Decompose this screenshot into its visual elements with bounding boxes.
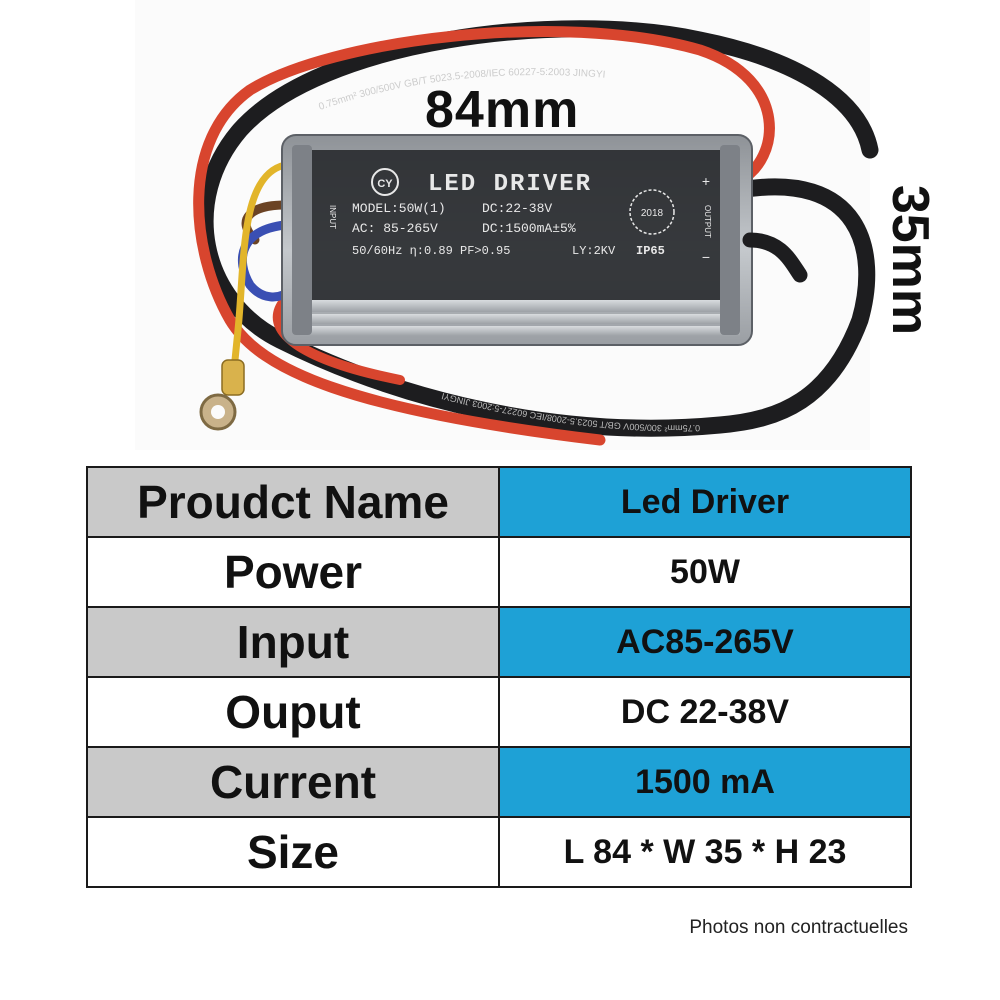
- spec-label-product-name: Proudct Name: [86, 466, 500, 538]
- cy-logo-text: CY: [377, 178, 393, 190]
- disclaimer-text: Photos non contractuelles: [689, 917, 908, 938]
- spec-label-output: Ouput: [86, 676, 500, 748]
- table-row: Input AC85-265V: [86, 606, 912, 678]
- spec-label-power: Power: [86, 536, 500, 608]
- driver-plus-sign: +: [702, 173, 710, 189]
- driver-dc-current: DC:1500mA±5%: [482, 221, 576, 236]
- yellow-wire: [230, 161, 289, 374]
- spec-label-size: Size: [86, 816, 500, 888]
- spec-table: Proudct Name Led Driver Power 50W Input …: [86, 466, 912, 888]
- product-photo: 0.75mm² 300/500V GB/T 5023.5-2008/IEC 60…: [135, 0, 879, 450]
- driver-ac: AC: 85-265V: [352, 221, 438, 236]
- driver-freq-eff: 50/60Hz η:0.89 PF>0.95: [352, 244, 510, 258]
- spec-value-output: DC 22-38V: [498, 676, 912, 748]
- driver-year: 2018: [641, 208, 664, 219]
- spec-label-input: Input: [86, 606, 500, 678]
- driver-housing: [281, 134, 753, 346]
- table-row: Current 1500 mA: [86, 746, 912, 818]
- spec-value-input: AC85-265V: [498, 606, 912, 678]
- ring-terminal-hole: [211, 405, 225, 419]
- table-row: Power 50W: [86, 536, 912, 608]
- black-cable: [196, 20, 879, 437]
- dimension-width-label: 35mm: [850, 165, 970, 355]
- dimension-width-text: 35mm: [881, 184, 939, 336]
- driver-minus-sign: −: [702, 249, 710, 265]
- ring-terminal-sleeve: [221, 359, 245, 396]
- date-dial-icon: [629, 189, 675, 235]
- table-row: Proudct Name Led Driver: [86, 466, 912, 538]
- driver-ly: LY:2KV: [572, 244, 616, 258]
- spec-value-product-name: Led Driver: [498, 466, 912, 538]
- cy-logo-icon: [371, 168, 399, 196]
- output-cable: [742, 232, 808, 283]
- spec-value-size: L 84 * W 35 * H 23: [498, 816, 912, 888]
- driver-output-label: OUTPUT: [703, 205, 712, 238]
- driver-dc-voltage: DC:22-38V: [482, 201, 552, 216]
- table-row: Ouput DC 22-38V: [86, 676, 912, 748]
- driver-ip: IP65: [636, 244, 665, 258]
- driver-label: CY LED DRIVER MODEL:50W(1) AC: 85-265V D…: [328, 168, 712, 265]
- driver-model: MODEL:50W(1): [352, 201, 446, 216]
- spec-value-power: 50W: [498, 536, 912, 608]
- table-row: Size L 84 * W 35 * H 23: [86, 816, 912, 888]
- dimension-length-label: 84mm: [425, 81, 580, 139]
- spec-label-current: Current: [86, 746, 500, 818]
- blue-wire: [238, 220, 295, 302]
- driver-input-label: INPUT: [328, 205, 337, 229]
- red-cable: [193, 25, 775, 446]
- driver-brand-title: LED DRIVER: [428, 171, 592, 198]
- spec-value-current: 1500 mA: [498, 746, 912, 818]
